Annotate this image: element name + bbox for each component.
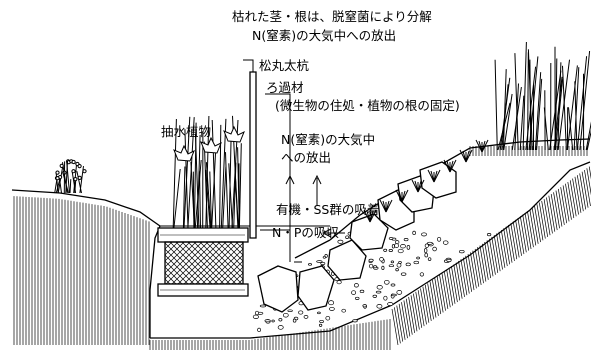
- label-filter-line1: ろ過材: [266, 80, 304, 95]
- label-nitrogen-line1: N(窒素)の大気中: [281, 132, 375, 147]
- riprap-stones: [257, 161, 457, 313]
- mesh-basket: [164, 241, 244, 285]
- reeds-right-bank: [363, 41, 591, 223]
- plant-box: [157, 227, 249, 297]
- label-emergent-plants: 抽水植物: [161, 124, 211, 139]
- label-filter-line2: (微生物の住処・植物の根の固定): [275, 98, 460, 113]
- leftward-arrows: [321, 228, 345, 238]
- ground-hatching-right: [391, 146, 591, 346]
- leader-lines: [243, 59, 302, 263]
- label-pine-stake: 松丸太杭: [259, 58, 310, 73]
- ground-hatching-left: [13, 196, 391, 350]
- upward-arrows: [285, 174, 322, 205]
- label-adsorption: 有機・SS群の吸着: [276, 202, 379, 217]
- label-decomposition-line2: N(窒素)の大気中への放出: [252, 28, 396, 43]
- iris-flowers: [173, 125, 245, 162]
- pine-stake: [249, 71, 257, 239]
- emergent-plant-stems: [172, 115, 242, 229]
- shrub-left-bank: [54, 159, 87, 194]
- label-np-absorption: N・Pの吸収: [272, 225, 339, 240]
- label-decomposition-line1: 枯れた茎・根は、脱窒菌により分解: [232, 9, 432, 24]
- label-nitrogen-line2: への放出: [281, 150, 331, 165]
